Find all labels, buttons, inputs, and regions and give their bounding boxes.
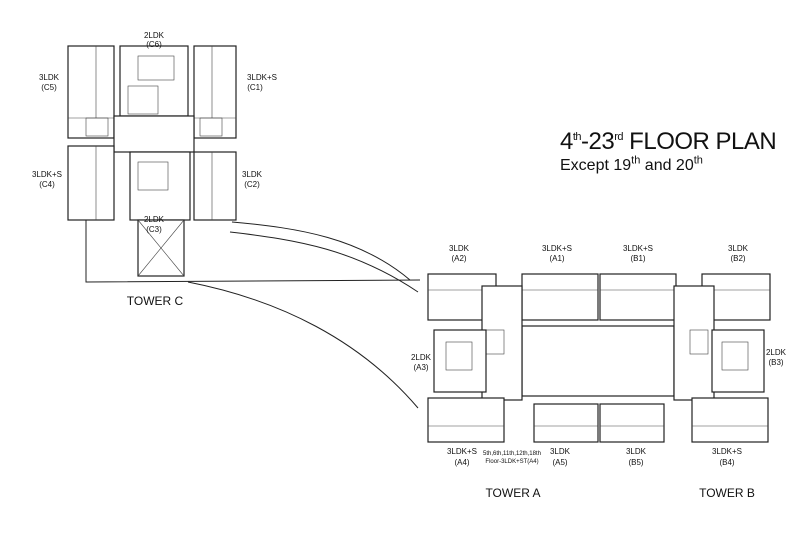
- unit-c3-outline: [129, 151, 191, 221]
- unit-c4-code: (C4): [39, 180, 55, 189]
- tower-ab-plan: [427, 273, 771, 443]
- unit-c1-code: (C1): [247, 83, 263, 92]
- unit-c5-code: (C5): [41, 83, 57, 92]
- unit-c2-outline: [193, 151, 237, 221]
- unit-b3-outline: [711, 329, 765, 393]
- unit-a5-code: (A5): [552, 458, 567, 467]
- unit-a1-outline: [521, 273, 599, 321]
- tower-c-core: [113, 115, 195, 153]
- unit-b5-outline: [599, 403, 665, 443]
- unit-b1-type: 3LDK+S: [623, 244, 653, 253]
- unit-b4-code: (B4): [719, 458, 734, 467]
- unit-c4-type: 3LDK+S: [32, 170, 62, 179]
- plan-title: 4th-23rd FLOOR PLAN Except 19th and 20th: [560, 128, 777, 176]
- unit-b3-type: 2LDK: [766, 348, 787, 357]
- note-line-1: 5th,6th,11th,12th,18th: [483, 451, 541, 457]
- unit-labels: 2LDK (C6) 3LDK (C5) 3LDK+S (C1) 3LDK+S (…: [32, 31, 787, 467]
- walkway-outline-upper: [231, 221, 411, 281]
- unit-a2-type: 3LDK: [449, 244, 470, 253]
- walkway-outline-lower: [229, 231, 419, 293]
- unit-b2-type: 3LDK: [728, 244, 749, 253]
- unit-a3-outline: [433, 329, 487, 393]
- unit-b3-code: (B3): [768, 358, 783, 367]
- tower-c-plan: [67, 45, 237, 277]
- unit-b4-outline: [691, 397, 769, 443]
- note-line-2: Floor-3LDK+ST(A4): [485, 459, 538, 465]
- unit-c5-type: 3LDK: [39, 73, 60, 82]
- unit-c1-type: 3LDK+S: [247, 73, 277, 82]
- unit-c1-outline: [193, 45, 237, 139]
- unit-c6-code: (C6): [146, 40, 162, 49]
- unit-c3-type: 2LDK: [144, 215, 165, 224]
- tower-a-label: TOWER A: [485, 486, 540, 500]
- unit-a2-code: (A2): [451, 254, 466, 263]
- unit-a4-type: 3LDK+S: [447, 447, 477, 456]
- unit-b1-code: (B1): [630, 254, 645, 263]
- plan-title-main: 4th-23rd FLOOR PLAN: [560, 128, 777, 155]
- tower-a-core: [481, 285, 523, 401]
- unit-a3-type: 2LDK: [411, 353, 432, 362]
- unit-c3-code: (C3): [146, 225, 162, 234]
- unit-b5-code: (B5): [628, 458, 643, 467]
- plan-title-sub: Except 19th and 20th: [560, 154, 703, 174]
- unit-c2-type: 3LDK: [242, 170, 263, 179]
- tower-c-label: TOWER C: [127, 294, 184, 308]
- unit-b4-type: 3LDK+S: [712, 447, 742, 456]
- unit-a5-outline: [533, 403, 599, 443]
- unit-b1-outline: [599, 273, 677, 321]
- unit-a4-outline: [427, 397, 505, 443]
- tower-b-label: TOWER B: [699, 486, 755, 500]
- unit-a4-code: (A4): [454, 458, 469, 467]
- unit-a3-code: (A3): [413, 363, 428, 372]
- unit-c2-code: (C2): [244, 180, 260, 189]
- unit-c6-outline: [119, 45, 189, 117]
- unit-a1-type: 3LDK+S: [542, 244, 572, 253]
- walkway-outline-left: [85, 220, 421, 283]
- unit-a1-code: (A1): [549, 254, 564, 263]
- unit-b5-type: 3LDK: [626, 447, 647, 456]
- tower-b-core: [673, 285, 715, 401]
- unit-c5-outline: [67, 45, 115, 139]
- unit-b2-code: (B2): [730, 254, 745, 263]
- unit-c6-type: 2LDK: [144, 31, 165, 40]
- unit-c4-outline: [67, 145, 115, 221]
- unit-a5-type: 3LDK: [550, 447, 571, 456]
- tower-ab-courtyard: [521, 325, 675, 397]
- walkway-curve-bottom: [187, 281, 419, 409]
